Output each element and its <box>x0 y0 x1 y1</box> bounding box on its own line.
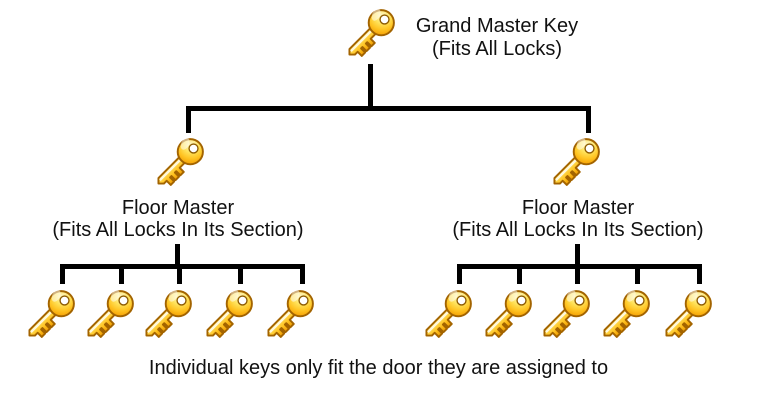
floor-master-right-line2: (Fits All Locks In Its Section) <box>452 219 704 241</box>
connector-right-tick-4 <box>635 264 640 284</box>
connector-left-stem <box>175 244 180 267</box>
grand-master-key-icon <box>339 3 401 65</box>
connector-right-tick-1 <box>457 264 462 284</box>
connector-right-tick-5 <box>697 264 702 284</box>
floor-master-right-line1: Floor Master <box>521 197 635 219</box>
connector-left-tick-4 <box>238 264 243 284</box>
connector-left-tick-2 <box>119 264 124 284</box>
connector-left-tick-1 <box>60 264 65 284</box>
individual-key-icon <box>416 284 478 346</box>
connector-left-hbar <box>60 264 305 269</box>
connector-level1-drop-left <box>186 106 191 133</box>
individual-key-icon <box>136 284 198 346</box>
individual-key-icon <box>19 284 81 346</box>
floor-master-label-left: Floor Master (Fits All Locks In Its Sect… <box>18 197 338 241</box>
connector-level1-drop-right <box>586 106 591 133</box>
connector-level1-hbar <box>186 106 591 111</box>
connector-right-tick-2 <box>517 264 522 284</box>
floor-master-label-right: Floor Master (Fits All Locks In Its Sect… <box>418 197 738 241</box>
floor-master-left-line2: (Fits All Locks In Its Section) <box>52 219 304 241</box>
individual-key-icon <box>656 284 718 346</box>
connector-right-tick-3 <box>575 264 580 284</box>
floor-master-key-icon-left <box>148 132 210 194</box>
individual-key-icon <box>594 284 656 346</box>
connector-right-stem <box>575 244 580 267</box>
diagram-caption: Individual keys only fit the door they a… <box>148 357 609 379</box>
grand-master-label: Grand Master Key (Fits All Locks) <box>402 15 592 61</box>
individual-key-icon <box>78 284 140 346</box>
grand-master-label-line2: (Fits All Locks) <box>431 38 563 60</box>
connector-root-stem <box>368 64 373 108</box>
grand-master-label-line1: Grand Master Key <box>415 15 579 37</box>
floor-master-key-icon-right <box>544 132 606 194</box>
floor-master-left-line1: Floor Master <box>121 197 235 219</box>
individual-key-icon <box>476 284 538 346</box>
individual-key-icon <box>197 284 259 346</box>
individual-key-icon <box>258 284 320 346</box>
connector-left-tick-5 <box>300 264 305 284</box>
individual-key-icon <box>534 284 596 346</box>
connector-left-tick-3 <box>177 264 182 284</box>
